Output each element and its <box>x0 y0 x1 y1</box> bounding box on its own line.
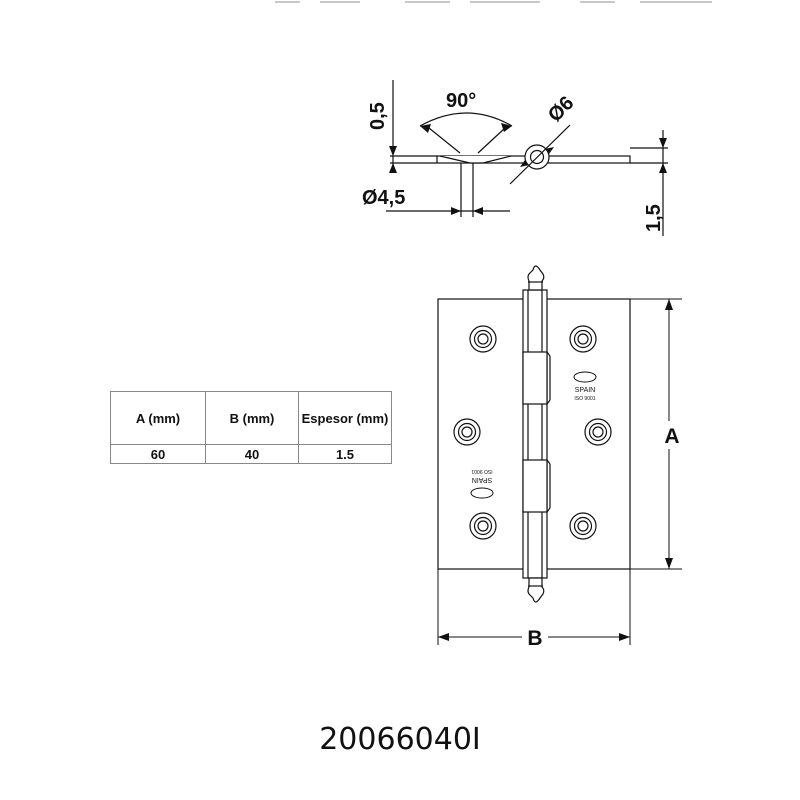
knuckle-segment <box>522 459 548 513</box>
stamp-country: SPAIN <box>472 476 493 483</box>
cell-a: 60 <box>110 444 206 464</box>
width-label-mask <box>522 626 548 650</box>
stamp-standard: ISO 9001 <box>574 396 595 402</box>
header-b: B (mm) <box>205 391 299 445</box>
screw-hole <box>569 512 597 540</box>
hinge-front-view <box>437 265 631 603</box>
hole-diameter-label: Ø4,5 <box>362 187 405 209</box>
screw-holes <box>453 325 612 540</box>
screw-hole <box>569 325 597 353</box>
angle-arc <box>419 112 513 127</box>
logo-badge <box>470 487 494 499</box>
screw-hole <box>469 325 497 353</box>
profile-view <box>386 80 668 236</box>
header-a: A (mm) <box>110 391 206 445</box>
profile-arrows <box>389 123 667 215</box>
header-thickness: Espesor (mm) <box>298 391 392 445</box>
table-row: 60 40 1.5 <box>110 444 392 464</box>
angle-label: 90° <box>446 90 476 112</box>
cell-thickness: 1.5 <box>298 444 392 464</box>
stamp-upper: SPAIN ISO 9001 <box>573 371 597 402</box>
countersink-cone <box>439 155 512 164</box>
width-label: B <box>527 627 542 650</box>
stamp-country: SPAIN <box>575 387 596 394</box>
thickness-label: 0,5 <box>367 102 389 130</box>
product-code: 20066040I <box>319 722 481 757</box>
overall-arrows <box>438 299 673 641</box>
top-finial <box>527 265 545 291</box>
screw-hole <box>584 418 612 446</box>
knuckle-barrel <box>522 289 548 579</box>
spec-header-row: A (mm) B (mm) Espesor (mm) <box>110 391 392 445</box>
offset-label: 1,5 <box>643 204 665 232</box>
logo-badge <box>573 371 597 383</box>
screw-hole <box>453 418 481 446</box>
stamp-lower: SPAIN ISO 9001 <box>470 468 494 499</box>
height-label: A <box>664 425 679 448</box>
spec-table: A (mm) B (mm) Espesor (mm) 60 40 1.5 <box>110 391 392 464</box>
cell-b: 40 <box>205 444 299 464</box>
pin-diameter-label: Ø6 <box>544 92 578 126</box>
knuckle-segment <box>522 351 548 405</box>
screw-hole <box>469 512 497 540</box>
bottom-finial <box>527 577 545 603</box>
height-label-mask <box>662 421 684 449</box>
stamp-standard: ISO 9001 <box>471 468 492 474</box>
